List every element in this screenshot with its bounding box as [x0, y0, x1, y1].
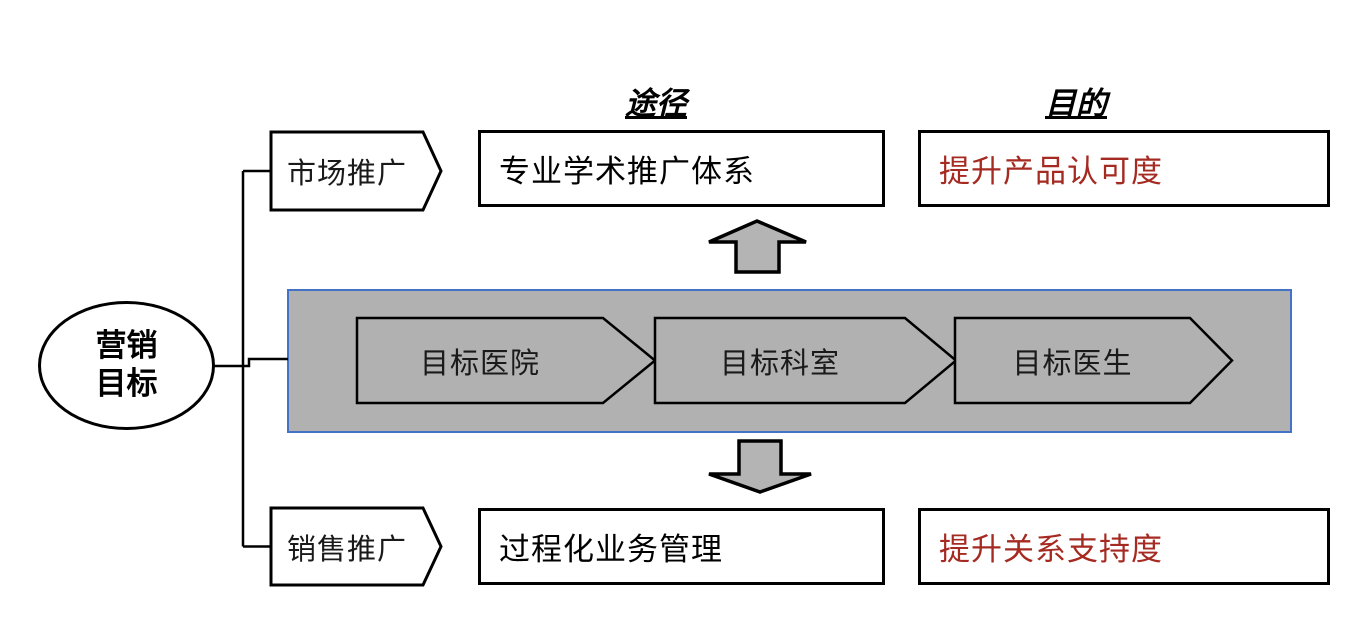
product-recognition-box: 提升产品认可度 [918, 130, 1330, 207]
pipeline-step-doctor-label: 目标医生 [1012, 345, 1133, 380]
marketing-goal-ellipse: 营销 目标 [38, 301, 215, 430]
down-block-arrow-icon [708, 439, 812, 494]
marketing-goal-label-line2: 目标 [95, 365, 158, 402]
connector-middle-branch [214, 357, 288, 368]
marketing-goal-label-line1: 营销 [95, 327, 158, 364]
market-promotion-pentagon [269, 130, 443, 212]
up-block-arrow-icon [708, 219, 807, 274]
sales-promotion-label: 销售推广 [286, 531, 407, 566]
relationship-support-text: 提升关系支持度 [939, 532, 1163, 568]
pipeline-step-department-label: 目标科室 [719, 345, 840, 380]
pipeline-step-department-chevron [653, 316, 958, 405]
academic-promotion-box: 专业学术推广体系 [478, 130, 885, 207]
market-promotion-label: 市场推广 [286, 156, 407, 190]
process-management-text: 过程化业务管理 [499, 532, 723, 568]
purpose-column-header: 目的 [1045, 85, 1107, 122]
approach-column-header: 途径 [625, 85, 687, 122]
connector-lines [214, 169, 288, 548]
academic-promotion-text: 专业学术推广体系 [499, 154, 755, 190]
pipeline-step-hospital-chevron [355, 316, 657, 405]
process-management-box: 过程化业务管理 [478, 508, 885, 585]
sales-promotion-pentagon [269, 506, 443, 587]
pipeline-step-hospital-label: 目标医院 [419, 345, 540, 380]
pipeline-step-doctor-chevron [953, 316, 1234, 405]
relationship-support-box: 提升关系支持度 [918, 508, 1330, 585]
product-recognition-text: 提升产品认可度 [939, 154, 1163, 190]
